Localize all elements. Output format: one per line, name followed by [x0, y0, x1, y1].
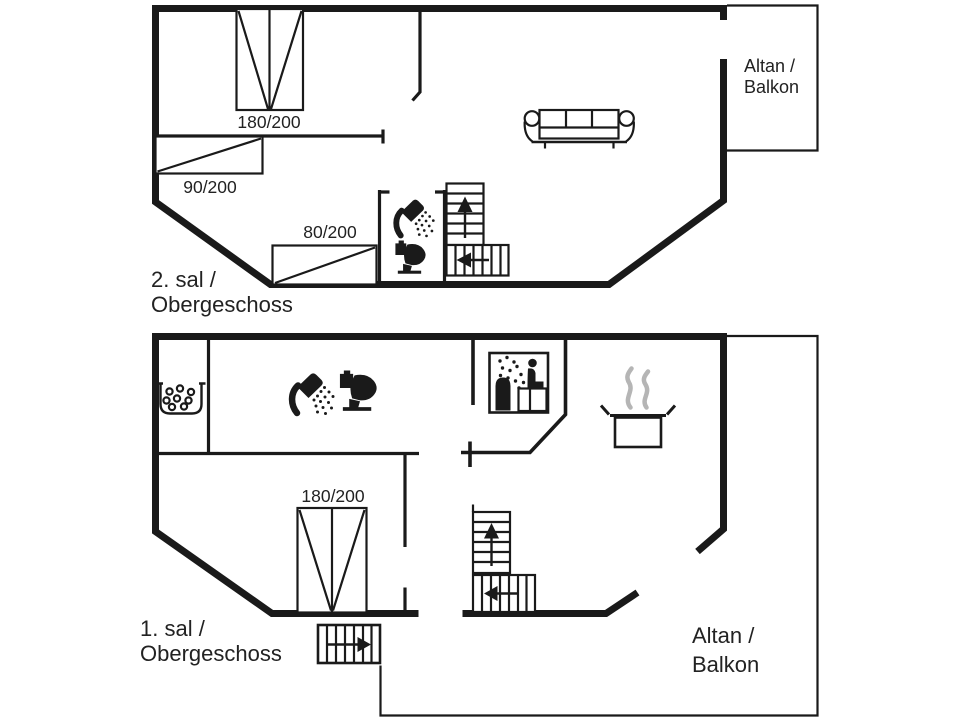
stairs-landing-icon	[471, 573, 537, 614]
stairs-up-icon	[445, 182, 485, 247]
balcony-label-lower: Altan / Balkon	[692, 622, 759, 679]
cooking-pot-icon	[599, 366, 677, 449]
upper-bathroom-walls	[377, 190, 447, 282]
bed-size-label-80: 80/200	[303, 221, 357, 242]
single-bed-80-icon	[271, 244, 378, 286]
upper-hall-wall	[411, 8, 422, 102]
whirlpool-icon	[156, 382, 206, 415]
floor-label-lower-line2: Obergeschoss	[140, 640, 282, 666]
double-bed-icon	[235, 7, 305, 112]
sauna-icon	[488, 351, 550, 414]
shower-icon	[292, 373, 334, 415]
toilet-icon	[339, 370, 377, 411]
lower-balcony-outline	[379, 334, 819, 717]
upper-outer-wall	[152, 5, 727, 288]
floor-label-lower: 1. sal / Obergeschoss	[140, 616, 282, 666]
single-bed-90-icon	[154, 135, 264, 175]
balcony-label-upper-line1: Altan /	[744, 56, 796, 76]
lower-outer-wall-2	[462, 589, 640, 617]
floor-label-upper-line1: 2. sal /	[151, 267, 216, 292]
balcony-label-upper-line2: Balkon	[744, 76, 800, 97]
sofa-icon	[523, 108, 635, 149]
bed-size-label-lower-double: 180/200	[301, 486, 365, 506]
floor-label-lower-line1: 1. sal /	[140, 616, 205, 641]
double-bed-icon	[296, 506, 368, 614]
floor-label-upper-line2: Obergeschoss	[151, 291, 293, 317]
floor-label-upper: 2. sal / Obergeschoss	[151, 267, 293, 317]
shower-icon	[396, 200, 434, 238]
stairs-up-icon	[471, 504, 512, 575]
upper-floor-plan	[152, 4, 819, 288]
upper-balcony-outline	[727, 4, 819, 152]
toilet-icon	[395, 240, 426, 274]
bed-size-label-90: 90/200	[183, 177, 237, 197]
sauna-walls	[461, 337, 568, 467]
lower-outer-wall	[152, 333, 727, 617]
balcony-label-lower-line1: Altan /	[692, 623, 755, 648]
lower-floor-plan	[152, 333, 819, 717]
entry-steps-icon	[316, 623, 382, 665]
balcony-label-lower-line2: Balkon	[692, 651, 760, 677]
stairs-landing-icon	[445, 243, 510, 277]
bed-size-label-upper-double: 180/200	[237, 112, 301, 132]
balcony-label-upper: Altan / Balkon	[744, 56, 799, 97]
